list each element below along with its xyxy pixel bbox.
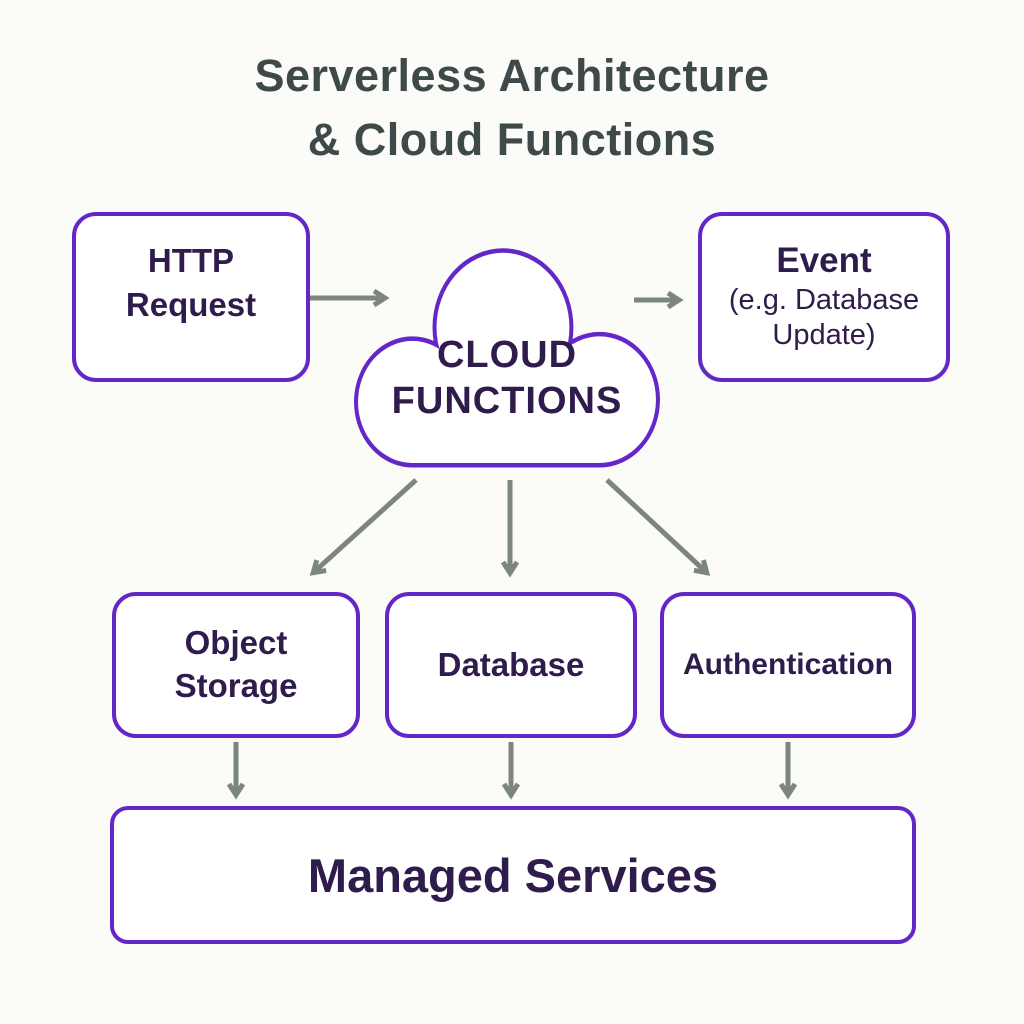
http-request-label-line1: HTTP <box>147 242 235 280</box>
http-request-node: HTTP Request <box>72 212 310 382</box>
title-line-2: & Cloud Functions <box>307 113 717 165</box>
cloud-functions-node: CLOUD FUNCTIONS <box>352 246 662 472</box>
object-storage-node: Object Storage <box>112 592 360 738</box>
event-label-line3: Update) <box>772 319 876 352</box>
managed-services-node: Managed Services <box>110 806 916 944</box>
http-request-label-line2: Request <box>125 286 257 323</box>
object-storage-label-line1: Object <box>184 624 288 662</box>
object-storage-label-line2: Storage <box>174 667 298 704</box>
arrow-cloud-to-authentication <box>605 478 706 572</box>
authentication-label: Authentication <box>683 648 893 681</box>
cloud-functions-label: CLOUD FUNCTIONS <box>352 332 662 425</box>
database-label: Database <box>437 646 585 683</box>
event-label-line1: Event <box>776 241 872 281</box>
database-node: Database <box>385 592 637 738</box>
cloud-label-line2: FUNCTIONS <box>391 380 623 423</box>
title-line-1: Serverless Architecture <box>254 50 770 101</box>
page-title: Serverless Architecture & Cloud Function… <box>0 44 1024 172</box>
arrow-cloud-to-object-storage <box>314 478 418 572</box>
authentication-node: Authentication <box>660 592 916 738</box>
managed-services-label: Managed Services <box>307 848 719 902</box>
event-node: Event (e.g. Database Update) <box>698 212 950 382</box>
cloud-icon <box>354 248 660 468</box>
event-label-line2: (e.g. Database <box>728 283 920 316</box>
cloud-label-line1: CLOUD <box>436 334 578 376</box>
